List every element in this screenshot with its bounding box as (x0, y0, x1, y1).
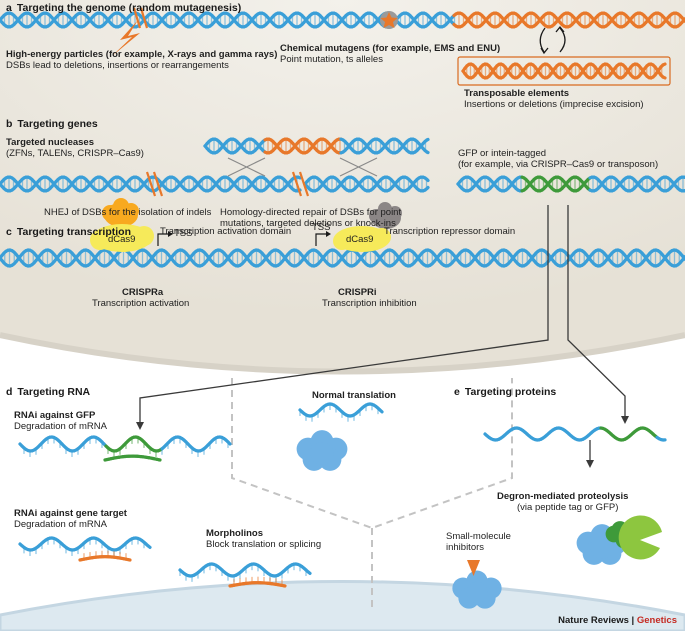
crispri-complex (333, 202, 402, 252)
crispri-title: CRISPRi (338, 287, 377, 298)
journal-name: Nature Reviews (558, 615, 629, 626)
transposon-strand (461, 62, 667, 80)
gfp-flow-arrows (139, 205, 626, 462)
degron-title: Degron-mediated proteolysis (497, 491, 629, 502)
degron-desc: (via peptide tag or GFP) (517, 502, 619, 513)
section-d-dividers (231, 378, 513, 608)
rnai-gene-title: RNAi against gene target (14, 508, 127, 519)
star-icon (380, 12, 398, 28)
section-d-heading: d Targeting RNA (6, 386, 90, 398)
section-b-letter: b (6, 118, 13, 130)
crispra-dcas9-label: dCas9 (108, 234, 136, 245)
repressor-domain-label: Transcription repressor domain (384, 226, 516, 237)
hdr-label-line2: mutations, targeted deletions or knock-i… (220, 218, 396, 229)
gfp-tagged-strand (456, 175, 685, 193)
section-c-letter: c (6, 226, 12, 238)
activation-domain-label: Transcription activation domain (160, 226, 292, 237)
section-e-heading: e Targeting proteins (454, 386, 556, 398)
crispri-desc: Transcription inhibition (322, 298, 417, 309)
transposon-box (457, 56, 671, 86)
rnai-gfp-mrna (18, 435, 232, 462)
crispra-desc: Transcription activation (92, 298, 190, 309)
morpholino-mrna (178, 562, 312, 588)
chem-title: Chemical mutagens (for example, EMS and … (280, 43, 501, 54)
small-molecule-line2: inhibitors (446, 542, 485, 553)
small-molecule-icon (467, 560, 480, 576)
section-c-title: Targeting transcription (16, 226, 131, 238)
section-a-title: Targeting the genome (random mutagenesis… (16, 2, 242, 14)
normal-translation-label: Normal translation (312, 390, 396, 401)
section-b-heading: b Targeting genes (6, 118, 98, 130)
insertion-arrows (539, 25, 566, 55)
nucleus-membrane (0, 332, 685, 375)
crispri-dcas9-label: dCas9 (346, 234, 374, 245)
chem-desc: Point mutation, ts alleles (280, 54, 383, 65)
dna-nuclease-strand-left (0, 175, 302, 193)
cytoplasm-lower-membrane (0, 580, 685, 631)
normal-protein-cloud (296, 430, 348, 471)
section-d-title: Targeting RNA (17, 386, 91, 398)
gfp-label-line1: GFP or intein-tagged (458, 148, 547, 159)
journal-credit: Nature Reviews | Genetics (558, 615, 677, 626)
section-b-title: Targeting genes (17, 118, 98, 130)
nucleases-desc: (ZFNs, TALENs, CRISPR–Cas9) (6, 148, 144, 159)
te-title: Transposable elements (464, 88, 570, 99)
section-e-title: Targeting proteins (464, 386, 557, 398)
section-a-letter: a (6, 2, 12, 14)
gfp-label-line2: (for example, via CRISPR–Cas9 or transpo… (458, 159, 659, 170)
dsb-breaks (132, 7, 310, 197)
crispra-title: CRISPRa (122, 287, 164, 298)
section-d-letter: d (6, 386, 13, 398)
transcription-strand (0, 248, 685, 268)
dna-nuclease-strand-right (303, 175, 430, 193)
section-a-heading: a Targeting the genome (random mutagenesi… (6, 2, 241, 14)
rnai-gene-desc: Degradation of mRNA (14, 519, 107, 530)
nucleases-title: Targeted nucleases (6, 137, 95, 148)
nhej-label: NHEJ of DSBs for the isolation of indels (44, 207, 212, 218)
small-molecule-line1: Small-molecule (446, 531, 511, 542)
section-c-heading: c Targeting transcription (6, 226, 131, 238)
hdr-label-line1: Homology-directed repair of DSBs for poi… (220, 207, 402, 218)
morpholinos-title: Morpholinos (206, 528, 263, 539)
te-desc: Insertions or deletions (imprecise excis… (464, 99, 644, 110)
protein-target-mrna (483, 426, 667, 442)
lightning-bolt-icon (112, 20, 140, 56)
normal-mrna (298, 402, 384, 422)
inhibitor-protein-cloud (452, 570, 502, 609)
hep-title: High-energy particles (for example, X-ra… (6, 49, 278, 60)
crispra-complex (90, 198, 154, 252)
rnai-gfp-title: RNAi against GFP (14, 410, 96, 421)
section-e-letter: e (454, 386, 460, 398)
rnai-gene-mrna (18, 536, 152, 562)
dna-genome-strand (0, 11, 685, 29)
homology-crossing-lines (227, 157, 378, 177)
journal-section: Genetics (636, 615, 677, 626)
proteasome-icon (618, 515, 662, 560)
crispra-tss-label: TSS (174, 228, 193, 239)
crispri-tss-label: TSS (312, 222, 331, 233)
rnai-gfp-desc: Degradation of mRNA (14, 421, 107, 432)
donor-template-strand (203, 137, 430, 155)
hep-desc: DSBs lead to deletions, insertions or re… (6, 60, 229, 71)
crispra-tss-arrow (157, 233, 170, 246)
crispri-tss-arrow (315, 233, 328, 246)
morpholinos-desc: Block translation or splicing (206, 539, 322, 550)
